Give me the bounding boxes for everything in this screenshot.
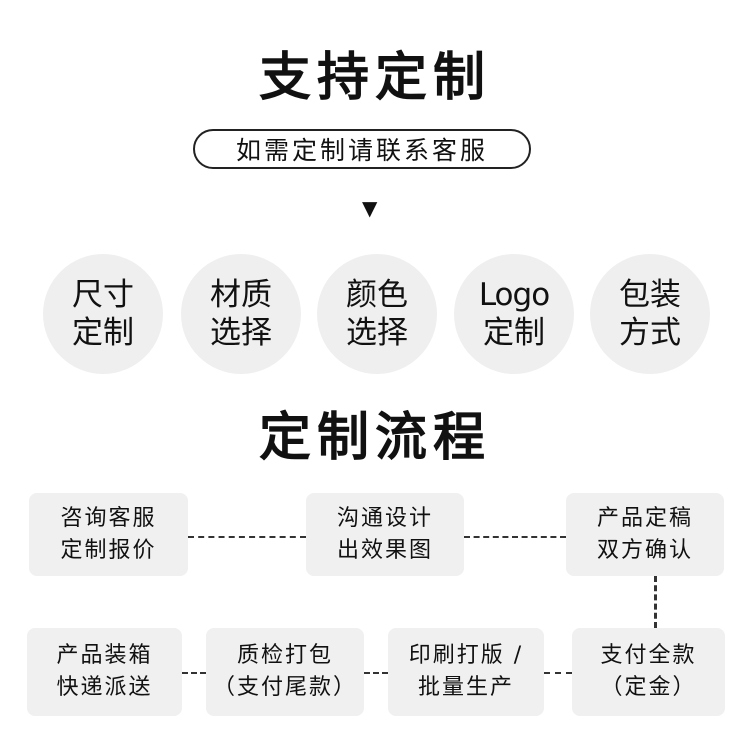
contact-service-banner: 如需定制请联系客服	[193, 129, 531, 169]
process-step-design: 沟通设计 出效果图	[306, 493, 464, 576]
process-step-payment: 支付全款 （定金）	[572, 628, 725, 716]
step-line1: 质检打包	[236, 643, 333, 668]
option-line1: 包装	[619, 277, 681, 313]
option-logo-custom: Logo 定制	[454, 254, 574, 374]
connector-5-6	[364, 672, 388, 674]
step-line2: 出效果图	[336, 537, 433, 563]
process-title: 定制流程	[258, 408, 491, 468]
option-packaging: 包装 方式	[590, 254, 710, 374]
option-line2: 选择	[346, 315, 408, 351]
step-line2: （定金）	[600, 675, 697, 700]
option-line1: 颜色	[346, 277, 408, 313]
step-line2: 快递派送	[56, 675, 153, 700]
option-line2: 方式	[619, 315, 681, 351]
option-line2: 定制	[483, 315, 545, 351]
connector-3-4	[654, 576, 657, 628]
connector-4-5	[544, 672, 572, 674]
option-material: 材质 选择	[181, 254, 301, 374]
contact-service-text: 如需定制请联系客服	[235, 136, 488, 165]
process-step-finalize: 产品定稿 双方确认	[566, 493, 724, 576]
step-line2: 定制报价	[60, 537, 157, 563]
step-line1: 产品装箱	[56, 643, 153, 668]
option-color: 颜色 选择	[317, 254, 437, 374]
step-line1: 印刷打版 /	[408, 643, 524, 668]
step-line1: 咨询客服	[60, 505, 157, 531]
step-line1: 产品定稿	[596, 505, 693, 531]
option-line1: 材质	[210, 277, 272, 313]
page-title: 支持定制	[258, 48, 491, 108]
process-step-production: 印刷打版 / 批量生产	[388, 628, 544, 716]
triangle-down-icon: ▼	[362, 196, 378, 220]
process-step-inspection: 质检打包 （支付尾款）	[206, 628, 364, 716]
option-line2: 选择	[210, 315, 272, 351]
option-line1: Logo	[478, 277, 550, 313]
option-size-custom: 尺寸 定制	[43, 254, 163, 374]
step-line1: 支付全款	[600, 643, 697, 668]
option-line1: 尺寸	[72, 277, 134, 313]
process-step-delivery: 产品装箱 快递派送	[27, 628, 182, 716]
step-line1: 沟通设计	[336, 505, 433, 531]
step-line2: （支付尾款）	[212, 675, 357, 700]
connector-1-2	[188, 536, 306, 538]
connector-2-3	[464, 536, 566, 538]
option-line2: 定制	[72, 315, 134, 351]
step-line2: 批量生产	[417, 675, 514, 700]
step-line2: 双方确认	[596, 537, 693, 563]
connector-6-7	[182, 672, 206, 674]
process-step-consult: 咨询客服 定制报价	[29, 493, 188, 576]
